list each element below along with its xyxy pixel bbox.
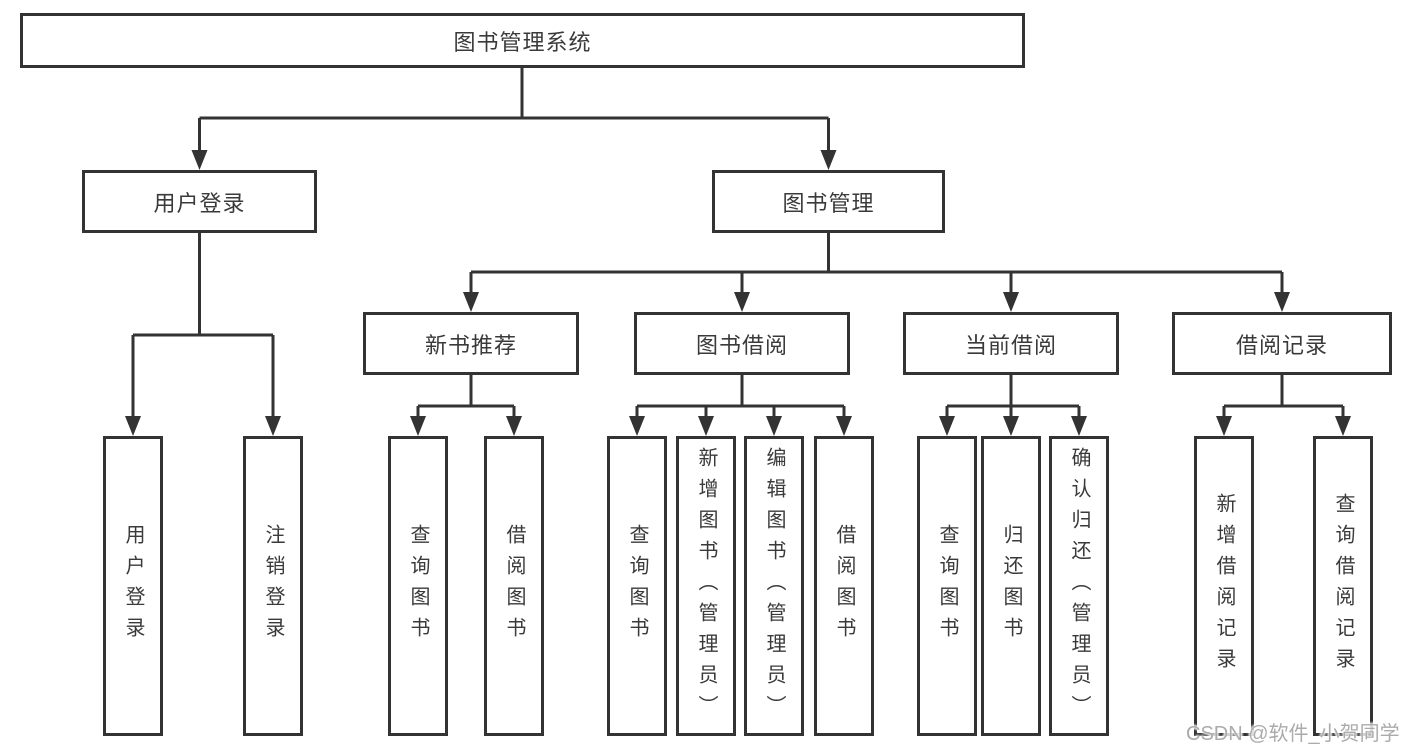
node-label: 归还图书: [1000, 524, 1022, 648]
node-label: 编辑图书（管理员）: [763, 446, 785, 726]
arrow-down-icons: [125, 150, 1351, 436]
node-label: 借阅图书: [833, 524, 855, 648]
node-label: 查询图书: [626, 524, 648, 648]
node-current-borrow: 当前借阅: [903, 312, 1119, 375]
node-label: 用户登录: [153, 190, 246, 216]
leaf-logout: 注销登录: [243, 436, 303, 736]
leaf-query-book-recommend: 查询图书: [388, 436, 448, 736]
node-label: 当前借阅: [964, 332, 1057, 358]
leaf-return-book: 归还图书: [981, 436, 1041, 736]
node-book-management: 图书管理: [712, 170, 945, 233]
leaf-confirm-return-admin: 确认归还（管理员）: [1049, 436, 1109, 736]
leaf-edit-book-admin: 编辑图书（管理员）: [744, 436, 804, 736]
connector-book-management-group: [469, 233, 1284, 294]
node-library-management-system: 图书管理系统: [20, 13, 1025, 68]
leaf-query-book-borrow: 查询图书: [607, 436, 667, 736]
node-label: 确认归还（管理员）: [1068, 446, 1090, 726]
node-label: 新增图书（管理员）: [695, 446, 717, 726]
leaf-query-book-current: 查询图书: [917, 436, 977, 736]
connector-root: [198, 68, 830, 153]
leaf-user-login: 用户登录: [103, 436, 163, 736]
connector-new-book-group: [416, 375, 516, 418]
connector-current-borrow-group: [945, 375, 1081, 418]
node-label: 新书推荐: [424, 332, 517, 358]
node-label: 借阅记录: [1235, 332, 1328, 358]
node-label: 图书管理系统: [453, 29, 592, 55]
node-new-book-recommend: 新书推荐: [363, 312, 579, 375]
csdn-watermark: CSDN @软件_小贺同学: [1186, 723, 1400, 745]
node-label: 图书借阅: [695, 332, 788, 358]
node-label: 借阅图书: [503, 524, 525, 648]
node-label: 查询借阅记录: [1332, 493, 1354, 679]
node-label: 图书管理: [782, 190, 875, 216]
leaf-borrow-book-recommend: 借阅图书: [484, 436, 544, 736]
leaf-add-book-admin: 新增图书（管理员）: [676, 436, 736, 736]
node-borrow-record: 借阅记录: [1172, 312, 1392, 375]
node-label: 用户登录: [122, 524, 144, 648]
leaf-borrow-book: 借阅图书: [814, 436, 874, 736]
leaf-query-borrow-record: 查询借阅记录: [1313, 436, 1373, 736]
node-label: 新增借阅记录: [1213, 493, 1235, 679]
node-label: 注销登录: [262, 524, 284, 648]
connector-borrow-record-group: [1222, 375, 1345, 418]
leaf-add-borrow-record: 新增借阅记录: [1194, 436, 1254, 736]
node-label: 查询图书: [407, 524, 429, 648]
node-book-borrow: 图书借阅: [634, 312, 850, 375]
connector-user-login-group: [131, 233, 275, 418]
connector-book-borrow-group: [635, 375, 846, 418]
node-label: 查询图书: [936, 524, 958, 648]
node-user-login: 用户登录: [82, 170, 317, 233]
